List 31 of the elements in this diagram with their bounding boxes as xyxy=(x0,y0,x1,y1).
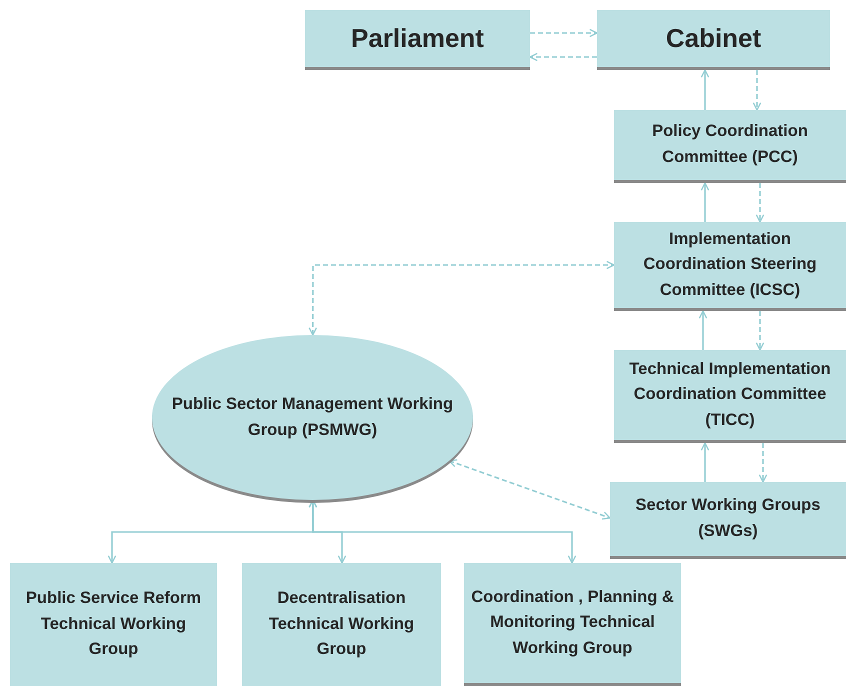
process-box xyxy=(614,110,846,180)
arrow xyxy=(698,310,708,350)
arrow xyxy=(752,70,762,111)
arrow xyxy=(530,28,598,38)
node-label: Technical Implementation Coordination Committee (TICC) xyxy=(628,358,832,431)
process-box xyxy=(464,563,681,683)
node-label: Public Service Reform Technical Working Group xyxy=(24,588,202,660)
node-label: Policy Coordination Committee (PCC) xyxy=(651,121,809,168)
arrow xyxy=(758,443,768,483)
process-box xyxy=(614,222,846,308)
arrow xyxy=(700,69,710,110)
arrow xyxy=(756,183,764,223)
node-label: Parliament xyxy=(351,22,484,56)
process-box xyxy=(610,482,846,556)
process-box xyxy=(614,350,846,440)
node-label: Decentralisation Technical Working Group xyxy=(268,588,416,660)
process-box xyxy=(305,10,530,67)
arrow xyxy=(308,260,615,336)
process-box xyxy=(597,10,830,67)
node-label: Cabinet xyxy=(666,22,762,56)
arrow xyxy=(529,52,597,62)
process-box xyxy=(10,563,217,686)
node-label: Implementation Coordination Steering Committee (ICSC) xyxy=(642,228,818,301)
arrow xyxy=(700,442,710,482)
arrow xyxy=(448,459,611,520)
arrow xyxy=(756,311,764,351)
node-label: Sector Working Groups (SWGs) xyxy=(634,495,822,542)
arrow xyxy=(700,182,710,222)
node-label: Coordination , Planning & Monitoring Technical Working Group xyxy=(470,586,675,659)
node-label: Public Sector Management Working Group (PSMWG) xyxy=(170,394,454,440)
process-box xyxy=(242,563,441,686)
